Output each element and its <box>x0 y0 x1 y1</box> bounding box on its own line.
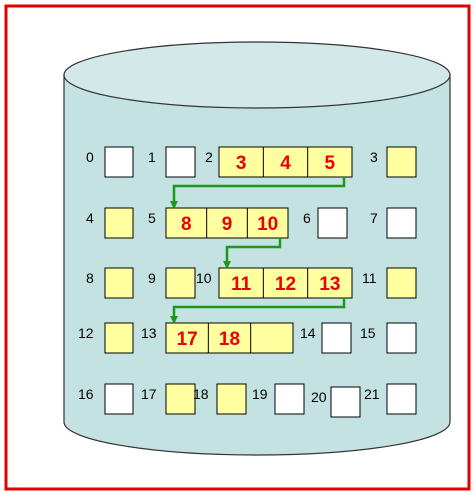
block-cell-free <box>386 207 417 239</box>
block-entry-value: 4 <box>280 153 291 174</box>
disk-block-10: 10 11 12 13 <box>196 267 353 299</box>
block-cell-used <box>165 207 289 239</box>
block-index-label: 2 <box>205 149 213 165</box>
disk-block-3: 3 <box>370 146 417 178</box>
block-entry-value: 11 <box>231 274 252 295</box>
block-index-label: 14 <box>300 325 316 341</box>
block-entry-value: 5 <box>325 153 336 174</box>
block-cell-free <box>104 146 134 178</box>
block-cell-free <box>274 383 305 415</box>
disk-block-18: 18 <box>193 383 247 415</box>
cylinder-body <box>63 74 451 456</box>
block-entry-value: 13 <box>319 274 340 295</box>
block-cell-used <box>165 383 196 415</box>
block-cell-used <box>216 383 247 415</box>
pointer-arrow-5-to-10 <box>223 238 282 269</box>
disk-block-6: 6 <box>303 207 348 239</box>
block-index-label: 15 <box>360 325 376 341</box>
disk-block-13: 13 17 18 <box>141 322 294 354</box>
block-cell-free <box>104 383 134 415</box>
block-entry-value: 10 <box>257 214 278 235</box>
block-index-label: 5 <box>148 210 156 226</box>
block-index-label: 9 <box>148 270 156 286</box>
disk-block-4: 4 <box>86 207 134 239</box>
block-index-label: 18 <box>193 386 209 402</box>
block-cell-free <box>386 322 417 354</box>
block-index-label: 1 <box>148 149 156 165</box>
block-pointers <box>170 177 346 324</box>
disk-block-7: 7 <box>370 207 417 239</box>
disk-block-17: 17 <box>141 383 196 415</box>
disk-block-19: 19 <box>252 383 305 415</box>
disk-block-2: 2 3 4 5 <box>205 146 353 178</box>
cylinder-top <box>63 41 451 109</box>
block-cell-free <box>386 383 417 415</box>
disk-block-8: 8 <box>86 267 134 299</box>
block-index-label: 7 <box>370 210 378 226</box>
disk-block-15: 15 <box>360 322 417 354</box>
pointer-arrow-2-to-5 <box>170 177 346 209</box>
block-index-label: 0 <box>86 149 94 165</box>
block-index-label: 3 <box>370 149 378 165</box>
disk-block-0: 0 <box>86 146 134 178</box>
block-cell-used <box>104 207 134 239</box>
block-cell-used <box>104 267 134 299</box>
block-entry-value: 9 <box>222 214 233 235</box>
block-index-label: 6 <box>303 210 311 226</box>
block-index-label: 4 <box>86 210 94 226</box>
block-entry-value: 3 <box>236 153 247 174</box>
disk-block-11: 11 <box>362 267 417 299</box>
block-index-label: 21 <box>364 386 380 402</box>
disk-block-21: 21 <box>364 383 417 415</box>
block-cell-used <box>165 322 294 354</box>
disk-block-12: 12 <box>78 322 134 354</box>
block-index-label: 12 <box>78 325 94 341</box>
block-cell-used <box>165 267 196 299</box>
block-entry-value: 18 <box>219 329 240 350</box>
block-cell-free <box>165 146 196 178</box>
disk-cylinder <box>63 41 451 456</box>
block-cell-used <box>104 322 134 354</box>
block-cell-used <box>386 146 417 178</box>
block-cell-free <box>330 386 361 418</box>
block-cell-free <box>317 207 348 239</box>
block-index-label: 11 <box>362 270 377 286</box>
pointer-arrow-10-to-13 <box>170 298 346 324</box>
block-entry-value: 8 <box>181 214 192 235</box>
block-cell-free <box>321 322 352 354</box>
disk-block-5: 5 8 9 10 <box>148 207 289 239</box>
block-index-label: 19 <box>252 386 268 402</box>
block-index-label: 16 <box>78 386 94 402</box>
block-cell-used <box>386 267 417 299</box>
disk-block-1: 1 <box>148 146 196 178</box>
disk-block-9: 9 <box>148 267 196 299</box>
block-index-label: 8 <box>86 270 94 286</box>
block-index-label: 10 <box>196 270 212 286</box>
block-index-label: 17 <box>141 386 157 402</box>
block-entry-value: 17 <box>177 329 198 350</box>
block-cell-used <box>218 146 353 178</box>
disk-block-20: 20 <box>311 386 361 418</box>
disk-block-16: 16 <box>78 383 134 415</box>
block-cell-used <box>218 267 353 299</box>
disk-block-14: 14 <box>300 322 352 354</box>
block-entry-value: 12 <box>275 274 296 295</box>
block-index-label: 13 <box>141 325 157 341</box>
block-index-label: 20 <box>311 389 327 405</box>
